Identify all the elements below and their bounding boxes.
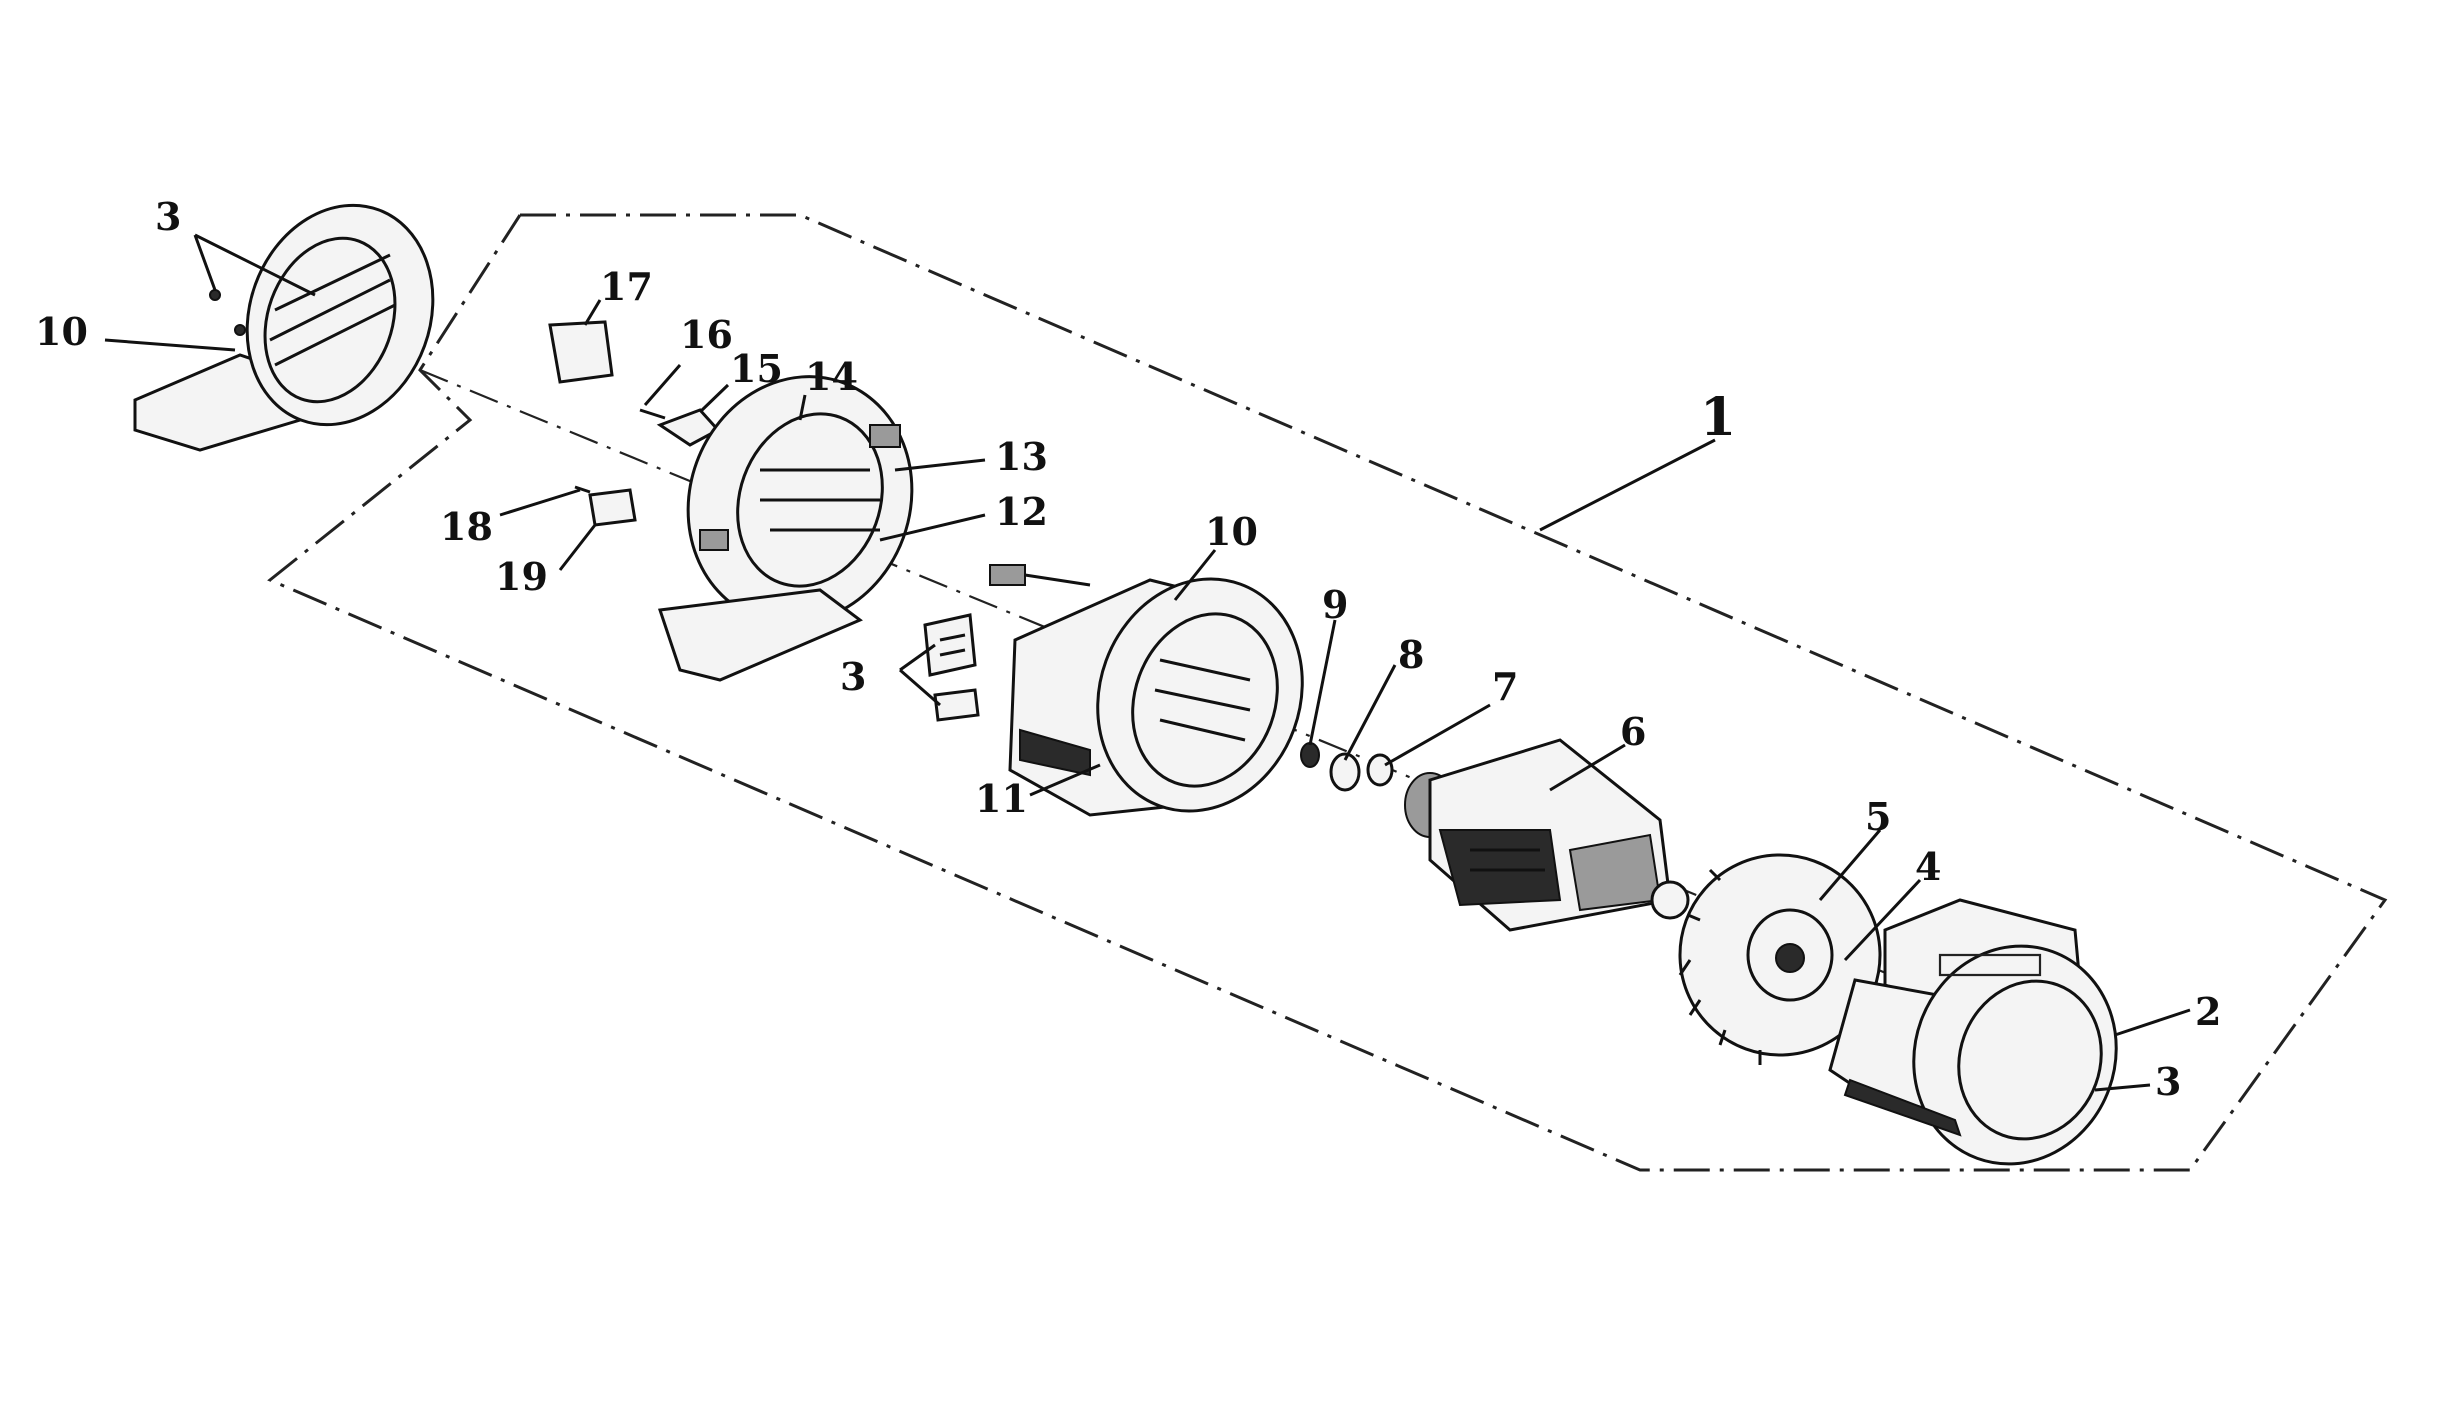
callout-14: 14 (805, 354, 858, 399)
leader-lines (104, 233, 2191, 1092)
callout-17: 17 (600, 264, 653, 309)
callout-8: 8 (1398, 632, 1424, 677)
callout-2: 2 (2195, 989, 2221, 1034)
part-6-armature (1404, 738, 1690, 932)
callout-1: 1 (1700, 387, 1736, 448)
part-18-19-block (574, 485, 637, 527)
assembly-boundary (267, 213, 2388, 1172)
callout-11: 11 (975, 776, 1028, 821)
part-stator-housing (989, 564, 1304, 817)
callout-3-left: 3 (155, 194, 181, 239)
part-end-bracket-left (133, 203, 435, 452)
callout-18: 18 (440, 504, 493, 549)
part-brush-holder-frame (657, 375, 914, 682)
callout-19: 19 (495, 554, 548, 599)
callout-13: 13 (995, 434, 1048, 479)
callout-15: 15 (730, 346, 783, 391)
callout-12: 12 (995, 489, 1048, 534)
callout-9: 9 (1322, 582, 1348, 627)
callout-5: 5 (1865, 794, 1891, 839)
callout-6: 6 (1620, 709, 1646, 754)
callout-3-right: 3 (2155, 1059, 2181, 1104)
part-washers-bearing (1300, 742, 1394, 792)
callout-7: 7 (1492, 664, 1518, 709)
callout-10-left: 10 (35, 309, 88, 354)
callout-4: 4 (1915, 844, 1941, 889)
part-17-cover (548, 320, 614, 384)
callout-10-middle: 10 (1205, 509, 1258, 554)
part-5-fan (1678, 853, 1882, 1065)
part-3-terminal-connectors (923, 613, 980, 722)
callout-16: 16 (680, 312, 733, 357)
callout-3-middle: 3 (840, 654, 866, 699)
part-end-housing-right (1828, 898, 2118, 1166)
